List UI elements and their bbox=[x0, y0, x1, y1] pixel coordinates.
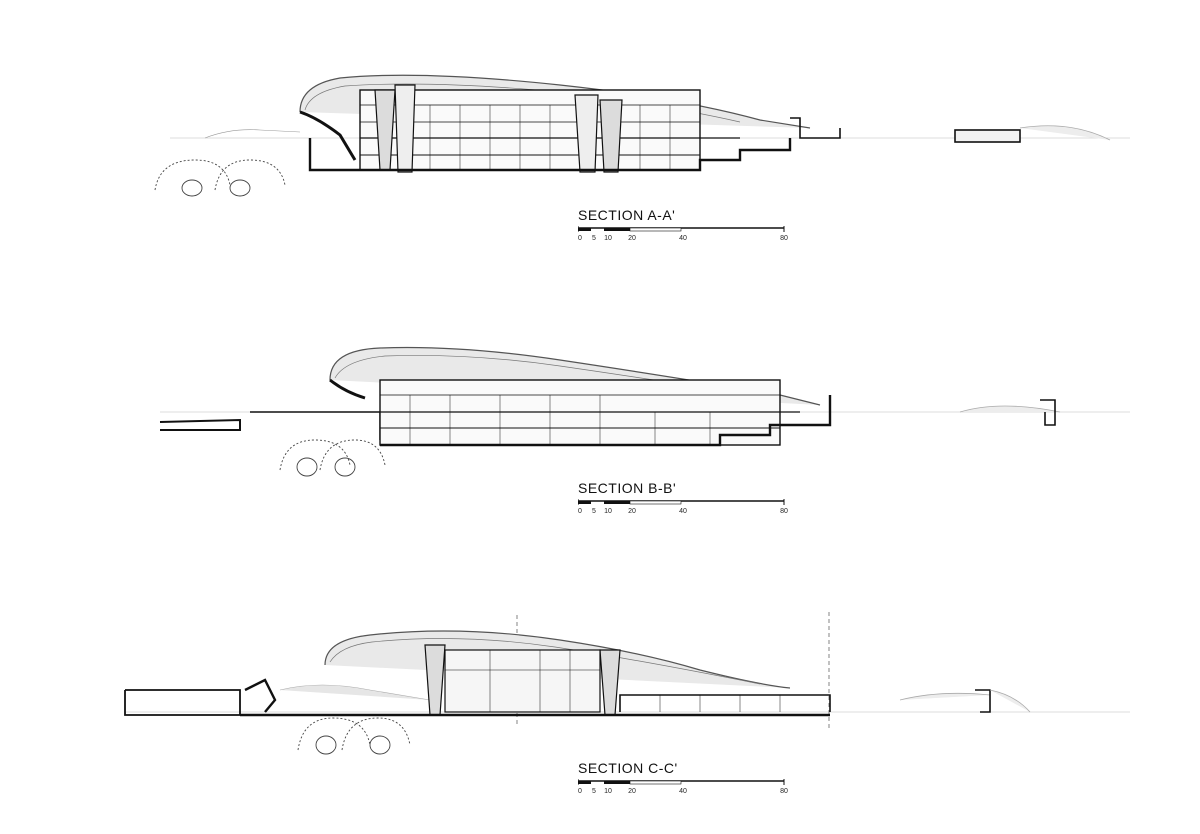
scale-tick-80: 80 bbox=[780, 788, 788, 795]
scale-bar-graphic bbox=[578, 499, 785, 505]
scale-tick-5: 5 bbox=[592, 788, 596, 795]
scale-tick-5: 5 bbox=[592, 508, 596, 515]
section-a-scale-bar: 0 5 10 20 40 80 bbox=[578, 224, 788, 248]
section-b-title: SECTION B-B' bbox=[578, 480, 677, 496]
scale-tick-0: 0 bbox=[578, 235, 582, 242]
scale-tick-20: 20 bbox=[628, 235, 636, 242]
scale-tick-40: 40 bbox=[679, 235, 687, 242]
section-b-drawing bbox=[159, 346, 1130, 477]
section-a-title: SECTION A-A' bbox=[578, 207, 676, 223]
scale-bar-graphic bbox=[578, 226, 785, 232]
scale-tick-10: 10 bbox=[604, 235, 612, 242]
scale-bar-graphic bbox=[578, 779, 785, 785]
scale-tick-10: 10 bbox=[604, 508, 612, 515]
section-a-drawing bbox=[154, 74, 1130, 197]
scale-tick-40: 40 bbox=[679, 788, 687, 795]
scale-tick-80: 80 bbox=[780, 235, 788, 242]
scale-tick-40: 40 bbox=[679, 508, 687, 515]
scale-tick-20: 20 bbox=[628, 788, 636, 795]
scale-tick-80: 80 bbox=[780, 508, 788, 515]
section-c-title: SECTION C-C' bbox=[578, 760, 678, 776]
scale-tick-10: 10 bbox=[604, 788, 612, 795]
section-c-drawing bbox=[124, 612, 1130, 755]
scale-tick-5: 5 bbox=[592, 235, 596, 242]
section-b-scale-bar: 0 5 10 20 40 80 bbox=[578, 497, 788, 521]
scale-tick-0: 0 bbox=[578, 788, 582, 795]
scale-tick-0: 0 bbox=[578, 508, 582, 515]
section-c-scale-bar: 0 5 10 20 40 80 bbox=[578, 777, 788, 801]
scale-tick-20: 20 bbox=[628, 508, 636, 515]
